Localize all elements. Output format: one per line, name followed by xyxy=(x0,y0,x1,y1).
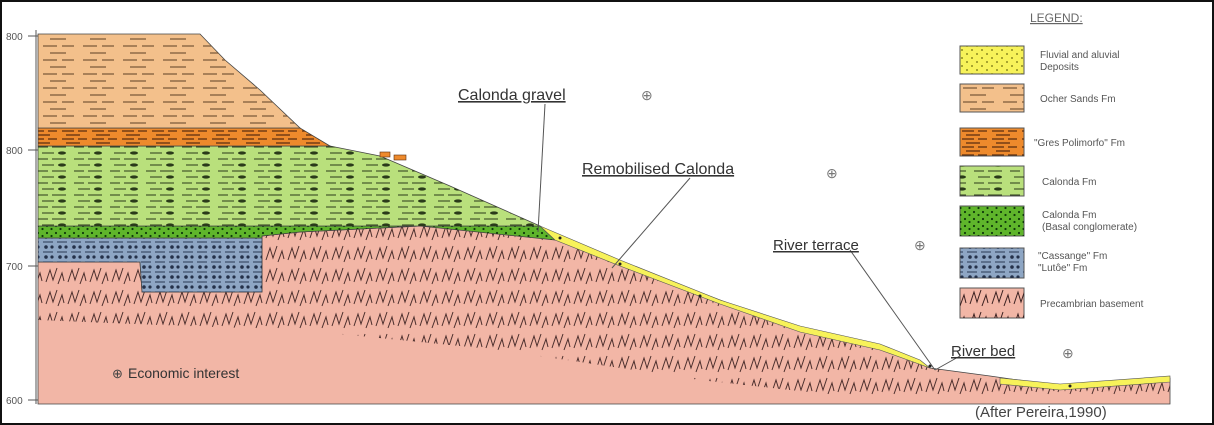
remobilised-calonda-marker-icon: ⊕ xyxy=(826,165,838,181)
legend-label: "Cassange" Fm xyxy=(1038,251,1107,262)
axis-tick-label: 700 xyxy=(6,262,23,273)
remobilised-calonda-label: Remobilised Calonda xyxy=(582,161,734,178)
legend-label: (Basal conglomerate) xyxy=(1042,222,1137,233)
calonda-formation xyxy=(38,146,540,226)
river-terrace-marker-icon: ⊕ xyxy=(914,237,926,253)
legend-label: "Gres Polimorfo" Fm xyxy=(1034,138,1125,149)
legend-title: LEGEND: xyxy=(1030,11,1083,25)
economic-interest-label: Economic interest xyxy=(128,365,239,381)
axis-tick-label: 600 xyxy=(6,396,23,407)
calonda-gravel-marker-icon: ⊕ xyxy=(641,87,653,103)
river-bed-marker-icon: ⊕ xyxy=(1062,345,1074,361)
legend-label: Calonda Fm xyxy=(1042,177,1096,188)
legend-label: Calonda Fm xyxy=(1042,210,1096,221)
axis-tick-label: 800 xyxy=(6,32,23,43)
river-terrace-label: River terrace xyxy=(773,237,859,254)
legend-label: Deposits xyxy=(1040,62,1079,73)
legend-label: Precambrian basement xyxy=(1040,299,1144,310)
elevation-axis: 800 800 700 600 xyxy=(6,30,38,407)
ocher-sands-formation xyxy=(38,34,300,128)
source-credit: (After Pereira,1990) xyxy=(975,404,1107,421)
legend-label: Ocher Sands Fm xyxy=(1040,94,1116,105)
river-bed-label: River bed xyxy=(951,343,1015,360)
legend: LEGEND: Fluvial and aluvial Deposits Och… xyxy=(960,11,1144,318)
economic-interest-marker-icon: ⊕ xyxy=(112,366,123,381)
axis-tick-label: 800 xyxy=(6,146,23,157)
calonda-gravel-label: Calonda gravel xyxy=(458,87,566,104)
legend-label: "Lutôe" Fm xyxy=(1038,263,1087,274)
legend-label: Fluvial and aluvial xyxy=(1040,50,1120,61)
